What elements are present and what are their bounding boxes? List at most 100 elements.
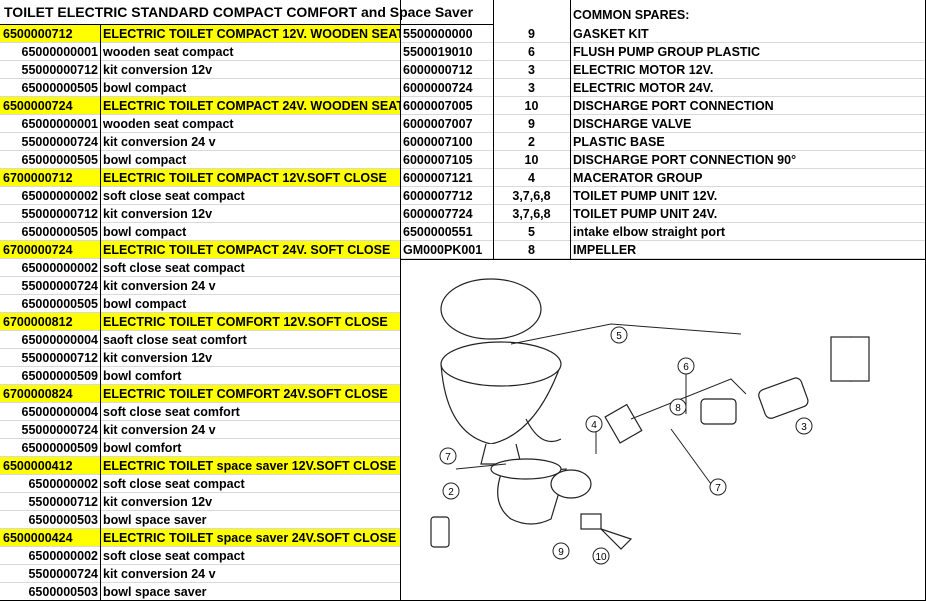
part-code: 6500000002: [0, 547, 100, 565]
part-name: soft close seat compact: [100, 475, 400, 493]
pump-drawing: [430, 336, 870, 550]
spare-code: 6000007100: [400, 133, 493, 151]
spare-desc: PLASTIC BASE: [570, 133, 926, 151]
kit-name: ELECTRIC TOILET space saver 24V.SOFT CLO…: [100, 529, 400, 547]
spare-desc: GASKET KIT: [570, 25, 926, 43]
spare-desc: TOILET PUMP UNIT 12V.: [570, 187, 926, 205]
part-code: 65000000509: [0, 439, 100, 457]
part-name: bowl space saver: [100, 511, 400, 529]
kit-name: ELECTRIC TOILET COMPACT 24V. SOFT CLOSE: [100, 241, 400, 259]
part-code: 5500000712: [0, 493, 100, 511]
callout-number: 9: [558, 547, 564, 558]
spare-code: 6000007712: [400, 187, 493, 205]
callout-number: 7: [715, 483, 721, 494]
part-code: 55000000712: [0, 205, 100, 223]
callout-number: 3: [801, 422, 807, 433]
callout-circle: [585, 415, 603, 433]
kit-code: 6700000824: [0, 385, 100, 403]
part-code: 65000000505: [0, 151, 100, 169]
spare-code: 6000007005: [400, 97, 493, 115]
part-name: kit conversion 12v: [100, 349, 400, 367]
part-name: bowl space saver: [100, 583, 400, 601]
part-code: 65000000505: [0, 223, 100, 241]
part-code: 65000000509: [0, 367, 100, 385]
part-name: saoft close seat comfort: [100, 331, 400, 349]
part-name: soft close seat compact: [100, 547, 400, 565]
grid-line: [0, 24, 493, 25]
part-code: 55000000712: [0, 61, 100, 79]
common-spares-title: COMMON SPARES:: [573, 8, 690, 22]
kit-code: 6500000724: [0, 97, 100, 115]
sheet-title: TOILET ELECTRIC STANDARD COMPACT COMFORT…: [4, 4, 474, 20]
callout-number: 10: [595, 552, 607, 563]
part-code: 55000000724: [0, 133, 100, 151]
part-name: kit conversion 24 v: [100, 277, 400, 295]
spare-desc: ELECTRIC MOTOR 12V.: [570, 61, 926, 79]
spare-ref: 9: [493, 115, 570, 133]
leader-lines: [455, 323, 747, 485]
part-code: 65000000002: [0, 259, 100, 277]
spare-ref: 2: [493, 133, 570, 151]
callout-number: 5: [616, 331, 622, 342]
spare-code: 6000000712: [400, 61, 493, 79]
part-code: 65000000004: [0, 331, 100, 349]
spare-code: 6000007105: [400, 151, 493, 169]
part-name: kit conversion 24 v: [100, 421, 400, 439]
spare-code: 6500000551: [400, 223, 493, 241]
callout-circle: [677, 357, 695, 375]
kit-name: ELECTRIC TOILET COMPACT 12V. WOODEN SEAT: [100, 25, 400, 43]
spare-ref: 3: [493, 79, 570, 97]
spare-desc: DISCHARGE PORT CONNECTION 90°: [570, 151, 926, 169]
spare-desc: TOILET PUMP UNIT 24V.: [570, 205, 926, 223]
part-code: 5500000724: [0, 565, 100, 583]
part-name: soft close seat compact: [100, 259, 400, 277]
callout-circle: [439, 447, 457, 465]
part-name: wooden seat compact: [100, 115, 400, 133]
callout-number: 4: [591, 420, 597, 431]
callout-circle: [795, 417, 813, 435]
kit-name: ELECTRIC TOILET COMFORT 24V.SOFT CLOSE: [100, 385, 400, 403]
spare-code: 6000007007: [400, 115, 493, 133]
spare-code: 6000007121: [400, 169, 493, 187]
part-name: bowl compact: [100, 295, 400, 313]
callout-number: 7: [445, 452, 451, 463]
spare-ref: 3,7,6,8: [493, 205, 570, 223]
spare-ref: 3: [493, 61, 570, 79]
kit-name: ELECTRIC TOILET COMPACT 12V.SOFT CLOSE: [100, 169, 400, 187]
kit-code: 6500000424: [0, 529, 100, 547]
part-name: kit conversion 24 v: [100, 133, 400, 151]
spare-desc: MACERATOR GROUP: [570, 169, 926, 187]
part-name: kit conversion 24 v: [100, 565, 400, 583]
part-name: bowl comfort: [100, 439, 400, 457]
part-code: 6500000002: [0, 475, 100, 493]
spare-code: GM000PK001: [400, 241, 493, 259]
kit-name: ELECTRIC TOILET COMFORT 12V.SOFT CLOSE: [100, 313, 400, 331]
callout-number: 2: [448, 487, 454, 498]
part-name: bowl compact: [100, 223, 400, 241]
part-code: 6500000503: [0, 511, 100, 529]
spare-desc: IMPELLER: [570, 241, 926, 259]
part-code: 65000000001: [0, 115, 100, 133]
callout-circle: [592, 547, 610, 565]
part-code: 65000000002: [0, 187, 100, 205]
part-name: kit conversion 12v: [100, 61, 400, 79]
spare-ref: 5: [493, 223, 570, 241]
kit-name: ELECTRIC TOILET space saver 12V.SOFT CLO…: [100, 457, 400, 475]
part-code: 65000000004: [0, 403, 100, 421]
kit-code: 6700000812: [0, 313, 100, 331]
kit-name: ELECTRIC TOILET COMPACT 24V. WOODEN SEAT: [100, 97, 400, 115]
part-name: bowl compact: [100, 79, 400, 97]
callout-number: 6: [683, 362, 689, 373]
spare-ref: 6: [493, 43, 570, 61]
grid-line: [100, 25, 101, 601]
grid-line: [570, 0, 571, 259]
kit-code: 6500000412: [0, 457, 100, 475]
spare-ref: 9: [493, 25, 570, 43]
kit-code: 6700000712: [0, 169, 100, 187]
part-name: soft close seat comfort: [100, 403, 400, 421]
spare-ref: 3,7,6,8: [493, 187, 570, 205]
spare-desc: DISCHARGE PORT CONNECTION: [570, 97, 926, 115]
part-code: 55000000712: [0, 349, 100, 367]
